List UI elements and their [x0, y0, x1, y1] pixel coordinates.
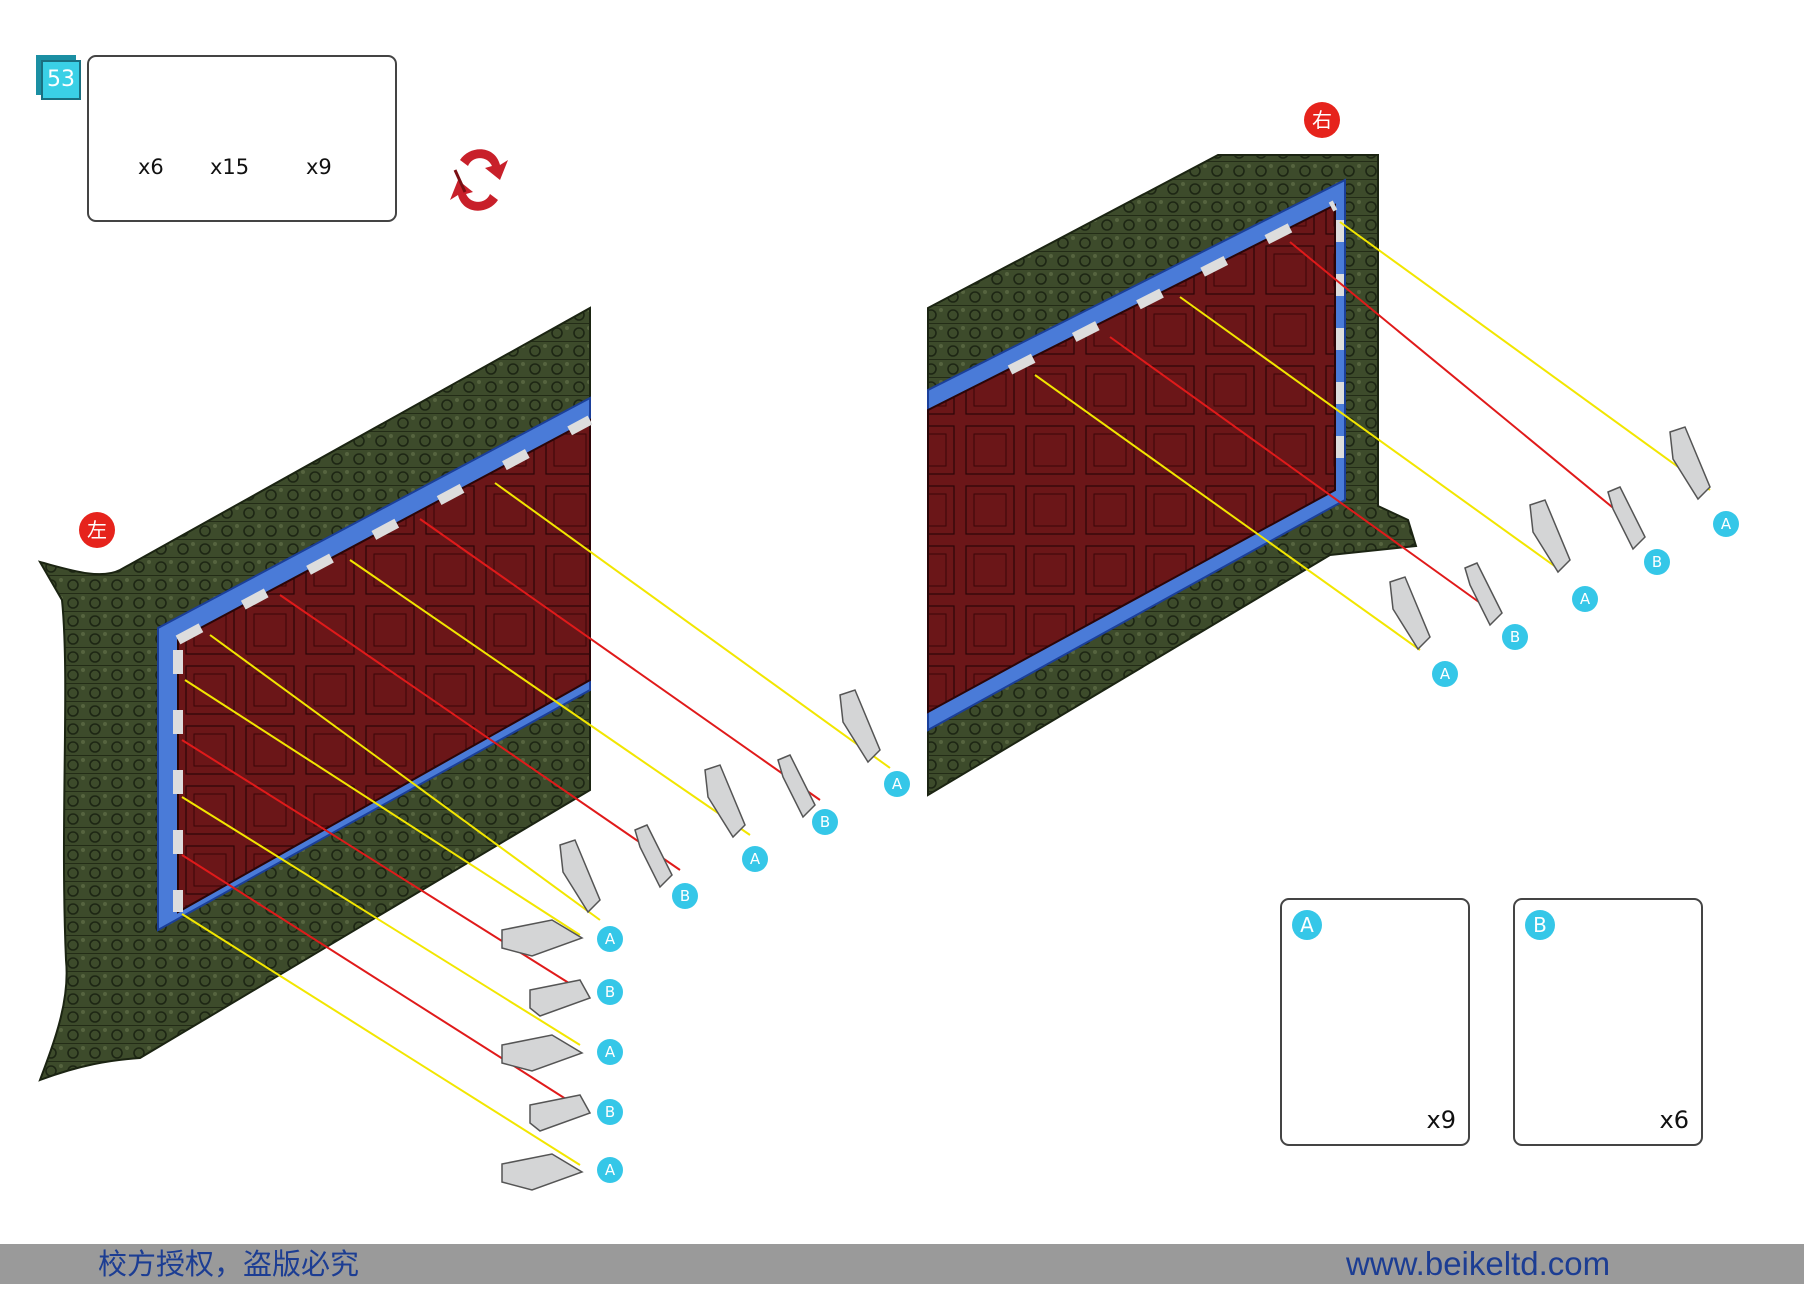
connector-label-a: A	[597, 1157, 623, 1183]
connector-label-b: B	[812, 809, 838, 835]
subassembly-a-letter: A	[1292, 910, 1322, 940]
footer-bar	[0, 1244, 1804, 1284]
connector-label-a: A	[597, 1039, 623, 1065]
left-loose-parts	[501, 689, 881, 1191]
connector-label-b: B	[597, 1099, 623, 1125]
left-wall	[37, 306, 593, 1082]
connector-label-a: A	[1572, 586, 1598, 612]
subassembly-b-letter: B	[1525, 910, 1555, 940]
connector-label-a: A	[742, 846, 768, 872]
right-loose-parts	[1389, 426, 1711, 651]
part-qty-inverted-brick: x9	[306, 155, 332, 179]
right-side-label: 右	[1304, 102, 1340, 138]
part-qty-slope: x6	[138, 155, 164, 179]
connector-label-a: A	[1432, 661, 1458, 687]
connector-label-a: A	[597, 926, 623, 952]
subassembly-b-callout: B x6	[1513, 898, 1703, 1146]
right-guide-lines	[1034, 221, 1711, 651]
connector-label-b: B	[1644, 549, 1670, 575]
connector-label-a: A	[1713, 511, 1739, 537]
connector-label-b: B	[1502, 624, 1528, 650]
step-number: 53	[41, 60, 81, 100]
subassembly-a-qty: x9	[1426, 1106, 1456, 1134]
connector-label-b: B	[597, 979, 623, 1005]
connector-label-a: A	[884, 771, 910, 797]
footer-copyright: 校方授权，盗版必究	[98, 1247, 360, 1281]
right-wall	[927, 154, 1418, 797]
connector-label-b: B	[672, 883, 698, 909]
footer-website[interactable]: www.beikeltd.com	[1346, 1245, 1611, 1282]
rotate-arrows-icon	[450, 149, 508, 211]
part-qty-inverted-plate: x15	[210, 155, 250, 179]
left-side-label: 左	[79, 512, 115, 548]
subassembly-a-callout: A x9	[1280, 898, 1470, 1146]
parts-list-box	[87, 55, 397, 222]
subassembly-b-qty: x6	[1659, 1106, 1689, 1134]
